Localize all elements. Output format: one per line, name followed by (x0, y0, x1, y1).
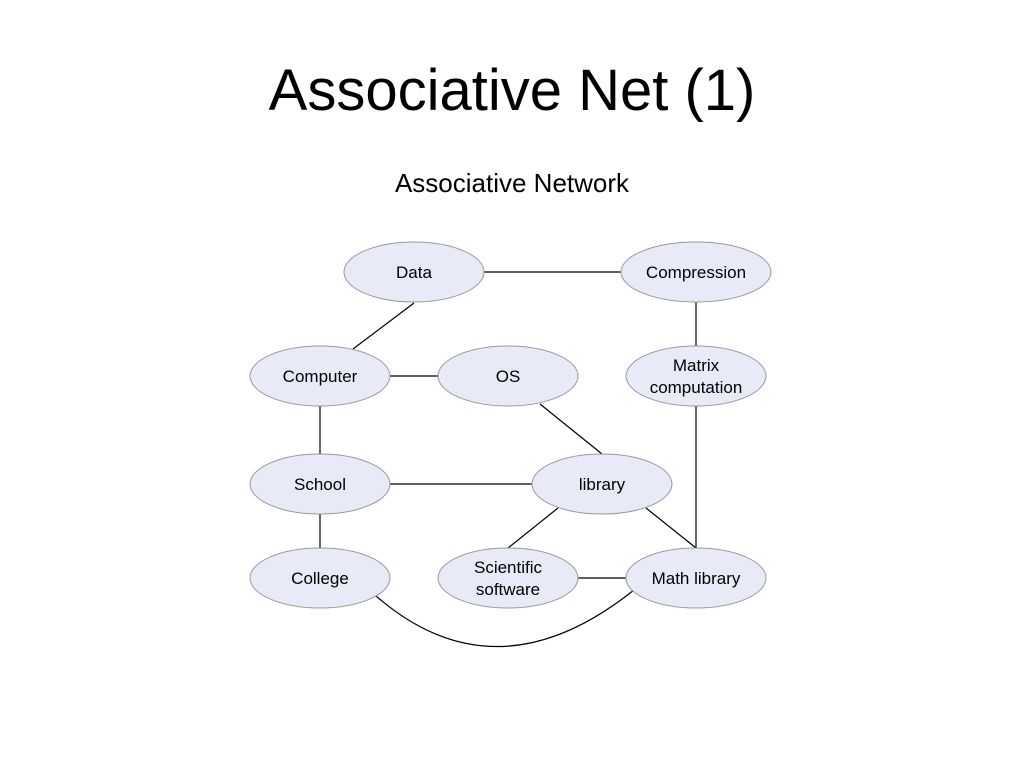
node-label-os: OS (496, 367, 521, 386)
node-ellipse-school (249, 453, 391, 515)
node-mathlib: Math library (625, 547, 767, 609)
node-ellipse-library (531, 453, 673, 515)
node-label-data: Data (396, 263, 432, 282)
node-label-computer: Computer (283, 367, 358, 386)
slide-title: Associative Net (1) (268, 58, 756, 123)
node-label-mathlib: Math library (652, 569, 741, 588)
node-label-matrix: Matrix (673, 356, 720, 375)
node-label-school: School (294, 475, 346, 494)
node-ellipse-mathlib (625, 547, 767, 609)
node-label-compression: Compression (646, 263, 746, 282)
node-scientific: Scientific software (437, 547, 579, 609)
edge-os-library (539, 403, 603, 455)
node-computer: Computer (249, 345, 391, 407)
edge-college-mathlib (375, 589, 635, 648)
node-college: College (249, 547, 391, 609)
node-ellipse-computer (249, 345, 391, 407)
node-ellipse-college (249, 547, 391, 609)
node-label-library: library (579, 475, 626, 494)
node-label-matrix: computation (650, 378, 743, 397)
edge-library-mathlib (645, 507, 697, 549)
node-compression: Compression (620, 241, 772, 303)
node-school: School (249, 453, 391, 515)
node-ellipse-compression (620, 241, 772, 303)
node-label-college: College (291, 569, 349, 588)
node-data: Data (343, 241, 485, 303)
edge-data-computer (352, 302, 415, 350)
edges-layer (319, 271, 697, 648)
node-os: OS (437, 345, 579, 407)
node-library: library (531, 453, 673, 515)
node-label-scientific: software (476, 580, 540, 599)
node-ellipse-data (343, 241, 485, 303)
node-label-scientific: Scientific (474, 558, 543, 577)
node-ellipse-os (437, 345, 579, 407)
diagram-subtitle: Associative Network (394, 168, 630, 198)
edge-library-scientific (507, 507, 559, 549)
node-ellipse-scientific (437, 547, 579, 609)
node-ellipse-matrix (625, 345, 767, 407)
node-matrix: Matrix computation (625, 345, 767, 407)
